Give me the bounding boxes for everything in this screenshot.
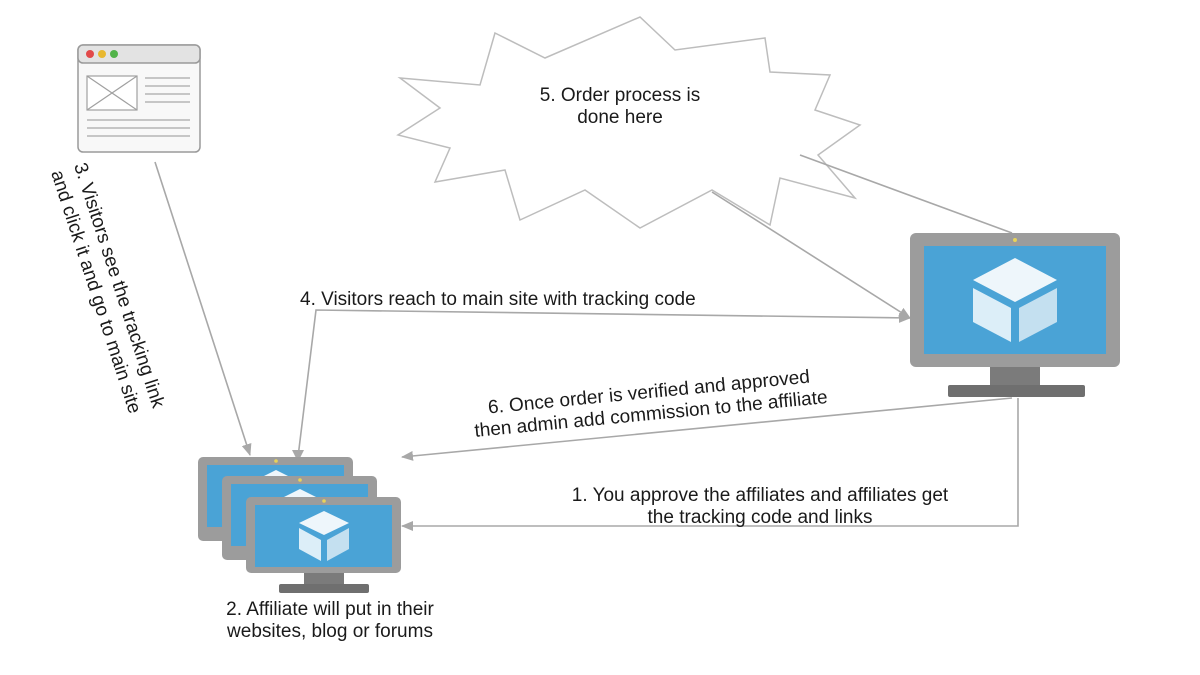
step1-arrow [401, 398, 1019, 531]
box-icon [973, 258, 1057, 342]
step1-line1: 1. You approve the affiliates and affili… [571, 485, 949, 506]
step5-label: 5. Order process is done here [500, 85, 740, 129]
step1-line2: the tracking code and links [647, 507, 873, 528]
step2-line2: websites, blog or forums [227, 621, 433, 642]
step6-arrow [401, 397, 1013, 461]
order-process-burst [396, 16, 862, 229]
burst-to-main-arrow [711, 191, 911, 319]
step1-label: 1. You approve the affiliates and affili… [510, 485, 1010, 529]
step5-line2: done here [577, 107, 663, 128]
burst-to-main-line [799, 154, 1013, 234]
step4-label: 4. Visitors reach to main site with trac… [300, 289, 696, 311]
step4-line1: 4. Visitors reach to main site with trac… [300, 289, 696, 310]
affiliate-monitor-3 [246, 497, 401, 593]
affiliate-monitors [198, 457, 401, 593]
step2-line1: 2. Affiliate will put in their [226, 599, 434, 620]
step4-arrow [297, 309, 911, 458]
step5-line1: 5. Order process is [539, 85, 701, 106]
main-site-monitor [910, 233, 1120, 397]
browser-window-icon [77, 44, 201, 153]
connector-lines [154, 154, 1019, 531]
step3-arrow [154, 161, 252, 456]
step4-down-arrowhead [292, 450, 304, 462]
step2-label: 2. Affiliate will put in their websites,… [190, 599, 470, 643]
